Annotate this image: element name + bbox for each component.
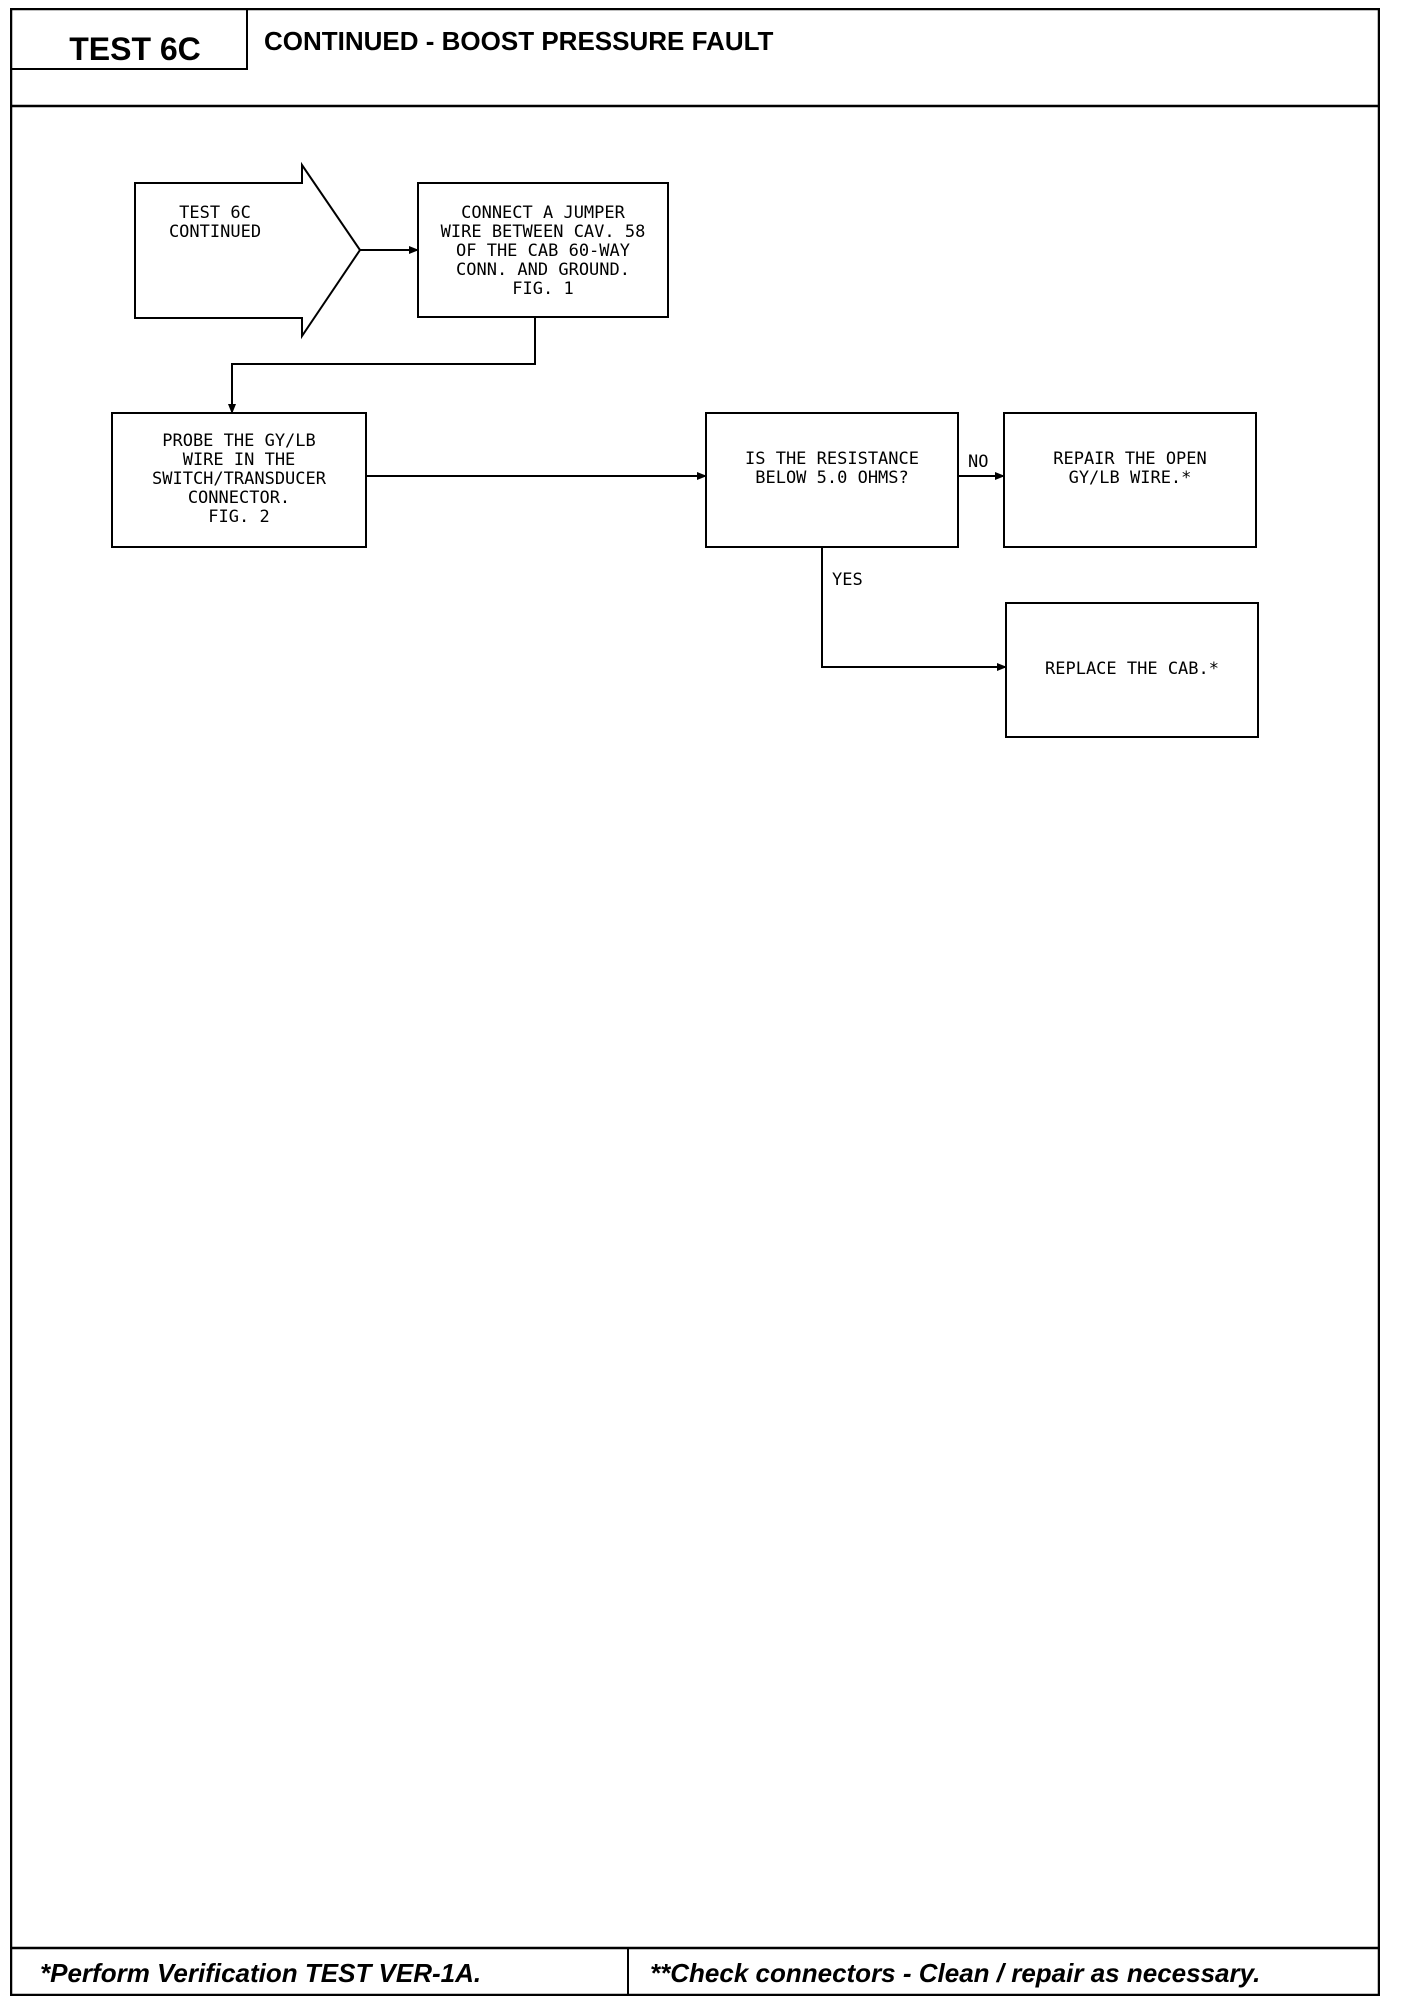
repair-node-text: REPAIR THE OPEN GY/LB WIRE.*: [1053, 449, 1207, 488]
start-arrow-shape: [134, 161, 362, 340]
page-title: CONTINUED - BOOST PRESSURE FAULT: [264, 26, 774, 56]
start-node-text: TEST 6C CONTINUED: [168, 203, 262, 242]
repair-box: [1003, 412, 1257, 548]
replace-node-text: REPLACE THE CAB.*: [1045, 659, 1219, 679]
footer-right-note: **Check connectors - Clean / repair as n…: [650, 1958, 1261, 1988]
probe-box: [111, 412, 367, 548]
yes-label: YES: [832, 570, 863, 590]
test-id: TEST 6C: [69, 30, 201, 67]
probe-node-text: PROBE THE GY/LB WIRE IN THE SWITCH/TRANS…: [152, 431, 326, 527]
jumper-node-text: CONNECT A JUMPER WIRE BETWEEN CAV. 58 OF…: [440, 203, 646, 299]
page-frame: TEST 6C CONTINUED - BOOST PRESSURE FAULT…: [10, 8, 1380, 1996]
question-node-text: IS THE RESISTANCE BELOW 5.0 OHMS?: [745, 449, 919, 488]
connector-jumper-probe: [228, 317, 536, 414]
flowchart: [111, 161, 1259, 738]
no-label: NO: [968, 452, 989, 472]
connector-yes: [821, 547, 1007, 671]
question-box: [705, 412, 959, 548]
footer-left-note: *Perform Verification TEST VER-1A.: [40, 1958, 482, 1988]
frame-lines: [10, 8, 1380, 1996]
